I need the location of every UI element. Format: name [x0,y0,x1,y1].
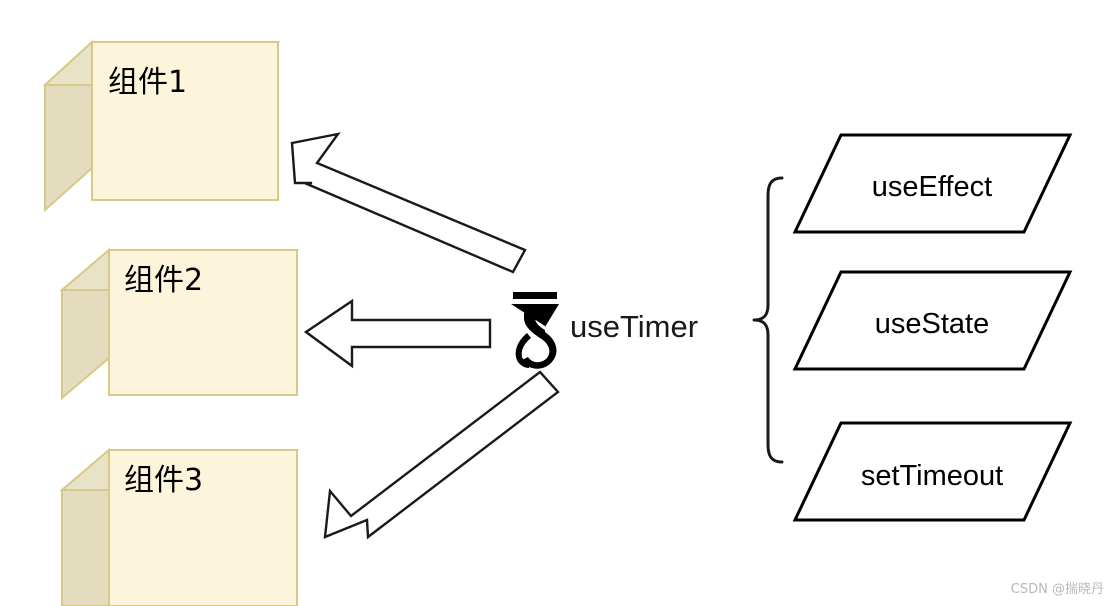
dependency-settimeout-label: setTimeout [861,460,1003,492]
watermark: CSDN @揣晓丹 [1011,582,1104,597]
arrow-to-component-1[interactable] [290,132,527,274]
curly-brace [752,176,784,464]
dependency-usestate-label: useState [875,308,989,340]
component-box-2-front-face [108,249,298,396]
arrow-to-component-3[interactable] [323,370,560,540]
arrow-to-component-2-shape [303,298,492,369]
dependency-usestate[interactable]: useState [792,270,1073,371]
dependency-useeffect-label: useEffect [872,171,992,203]
component-box-3[interactable]: 组件3 [59,447,300,606]
dependency-usestate-shape [792,270,1073,371]
dependency-settimeout[interactable]: setTimeout [792,421,1073,522]
hook-label: useTimer [570,309,698,344]
dependency-settimeout-shape [792,421,1073,522]
component-box-1-front-face [91,41,279,201]
hook-icon-hook [511,304,559,369]
component-box-2-label: 组件2 [124,263,203,298]
component-box-1-label: 组件1 [108,65,187,100]
dependency-useeffect[interactable]: useEffect [792,133,1073,234]
hook-icon-curve [515,333,531,368]
component-box-3-label: 组件3 [124,463,203,498]
arrow-to-component-3-shape [323,370,560,540]
component-box-1[interactable]: 组件1 [42,39,281,213]
arrow-to-component-2[interactable] [303,298,492,369]
dependency-useeffect-shape [792,133,1073,234]
arrow-to-component-1-shape [290,132,527,274]
hook-icon-bar [513,292,557,299]
hook-icon [511,292,559,369]
curly-brace-path [752,176,784,464]
component-box-3-front-face [108,449,298,606]
component-box-2[interactable]: 组件2 [59,247,300,401]
